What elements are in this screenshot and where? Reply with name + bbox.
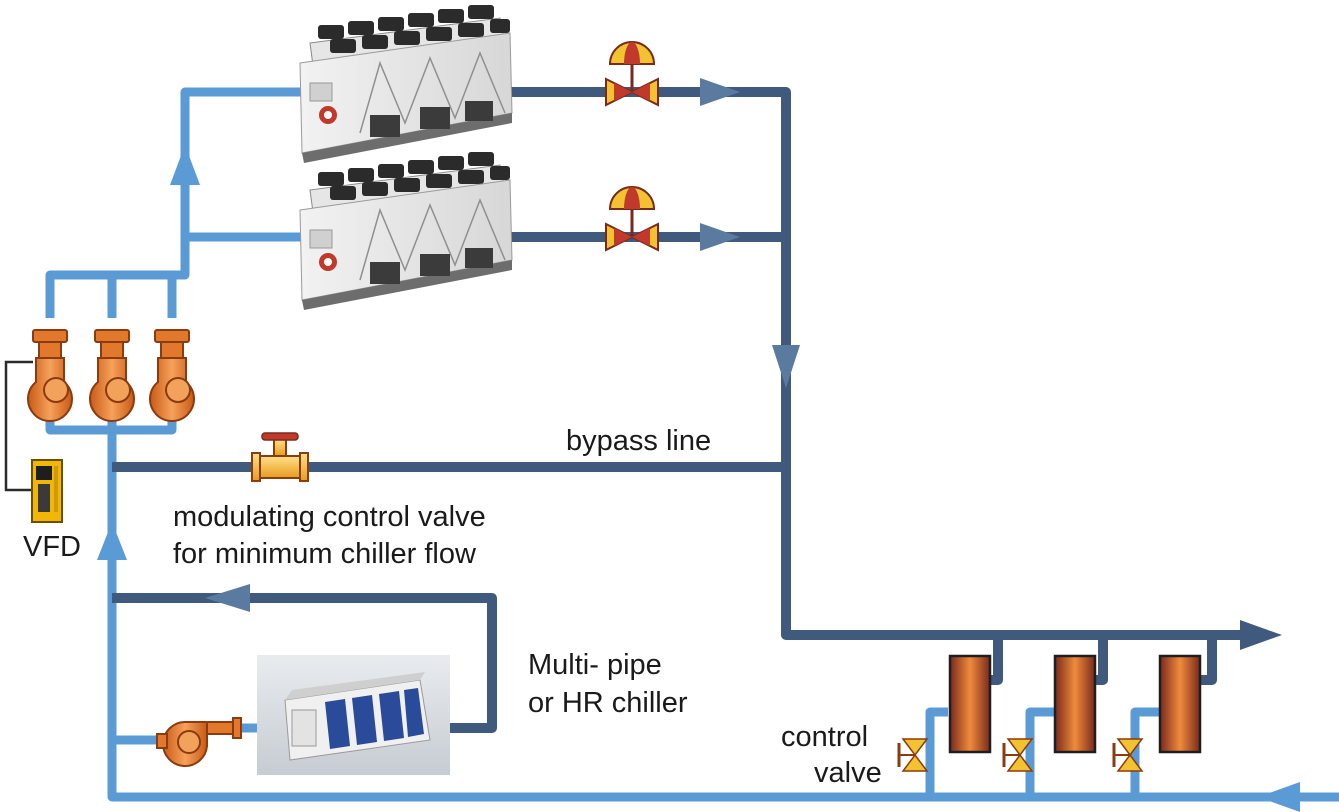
butterfly-valve-icon: [605, 41, 659, 107]
cooling-coil-icon: [1158, 654, 1202, 754]
control-valve-label-line1: control: [781, 721, 869, 753]
vfd-label: VFD: [23, 531, 81, 563]
vfd-icon: [31, 459, 63, 523]
bypass-line-label: bypass line: [566, 425, 712, 457]
hr-chiller-photo: [257, 655, 450, 775]
pump-icon: [156, 717, 242, 767]
gate-valve-icon: [251, 432, 309, 482]
control-valve-icon: [1112, 738, 1144, 772]
pump-icon: [149, 329, 195, 422]
chiller-unit-icon: [299, 4, 513, 164]
chiller-unit-icon: [299, 151, 513, 311]
hr-chiller-label-line1: Multi- pipe: [528, 649, 662, 681]
supply-pipes: [112, 87, 1260, 733]
control-valve-label-line2: valve: [814, 757, 882, 789]
cooling-coil-icon: [1053, 654, 1097, 754]
pump-icon: [26, 329, 73, 422]
pump-icon: [89, 329, 135, 422]
modulating-valve-label-line2: for minimum chiller flow: [173, 538, 476, 570]
butterfly-valve-icon: [605, 186, 659, 252]
modulating-valve-label-line1: modulating control valve: [173, 501, 486, 533]
control-valve-icon: [897, 738, 929, 772]
vfd-wiring: [4, 360, 33, 492]
flow-arrow-icon: [97, 78, 1300, 812]
control-valve-icon: [1002, 738, 1034, 772]
hr-chiller-label-line2: or HR chiller: [528, 687, 688, 719]
cooling-coil-icon: [948, 654, 992, 754]
